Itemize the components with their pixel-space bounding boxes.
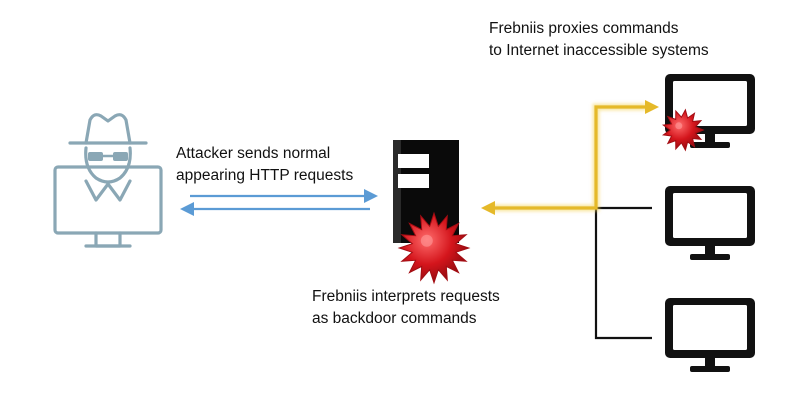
monitor-icon — [665, 186, 755, 260]
virus-body — [661, 108, 705, 152]
proxy-annotation-line1: Frebniis proxies commands — [489, 20, 679, 37]
server-annotation-line2: as backdoor commands — [312, 310, 477, 327]
malware-virus-icon — [661, 108, 705, 152]
malware-virus-icon — [397, 211, 471, 285]
proxy-annotation-line2: to Internet inaccessible systems — [489, 42, 709, 59]
network-paths — [481, 100, 659, 340]
attacker-annotation-line1: Attacker sends normal — [176, 145, 331, 162]
attacker-annotation-line2: appearing HTTP requests — [176, 167, 354, 184]
server-annotation-line1: Frebniis interprets requests — [312, 288, 500, 305]
virus-body — [397, 211, 471, 285]
virus-highlight — [420, 234, 433, 247]
monitor-icon — [665, 298, 755, 372]
server-annotation: Frebniis interprets requests as backdoor… — [312, 286, 500, 330]
virus-highlight — [675, 122, 683, 130]
proxy-annotation: Frebniis proxies commands to Internet in… — [489, 18, 709, 62]
attacker-annotation: Attacker sends normal appearing HTTP req… — [176, 143, 353, 187]
http-arrows — [180, 189, 378, 216]
hacker-icon — [53, 113, 163, 248]
